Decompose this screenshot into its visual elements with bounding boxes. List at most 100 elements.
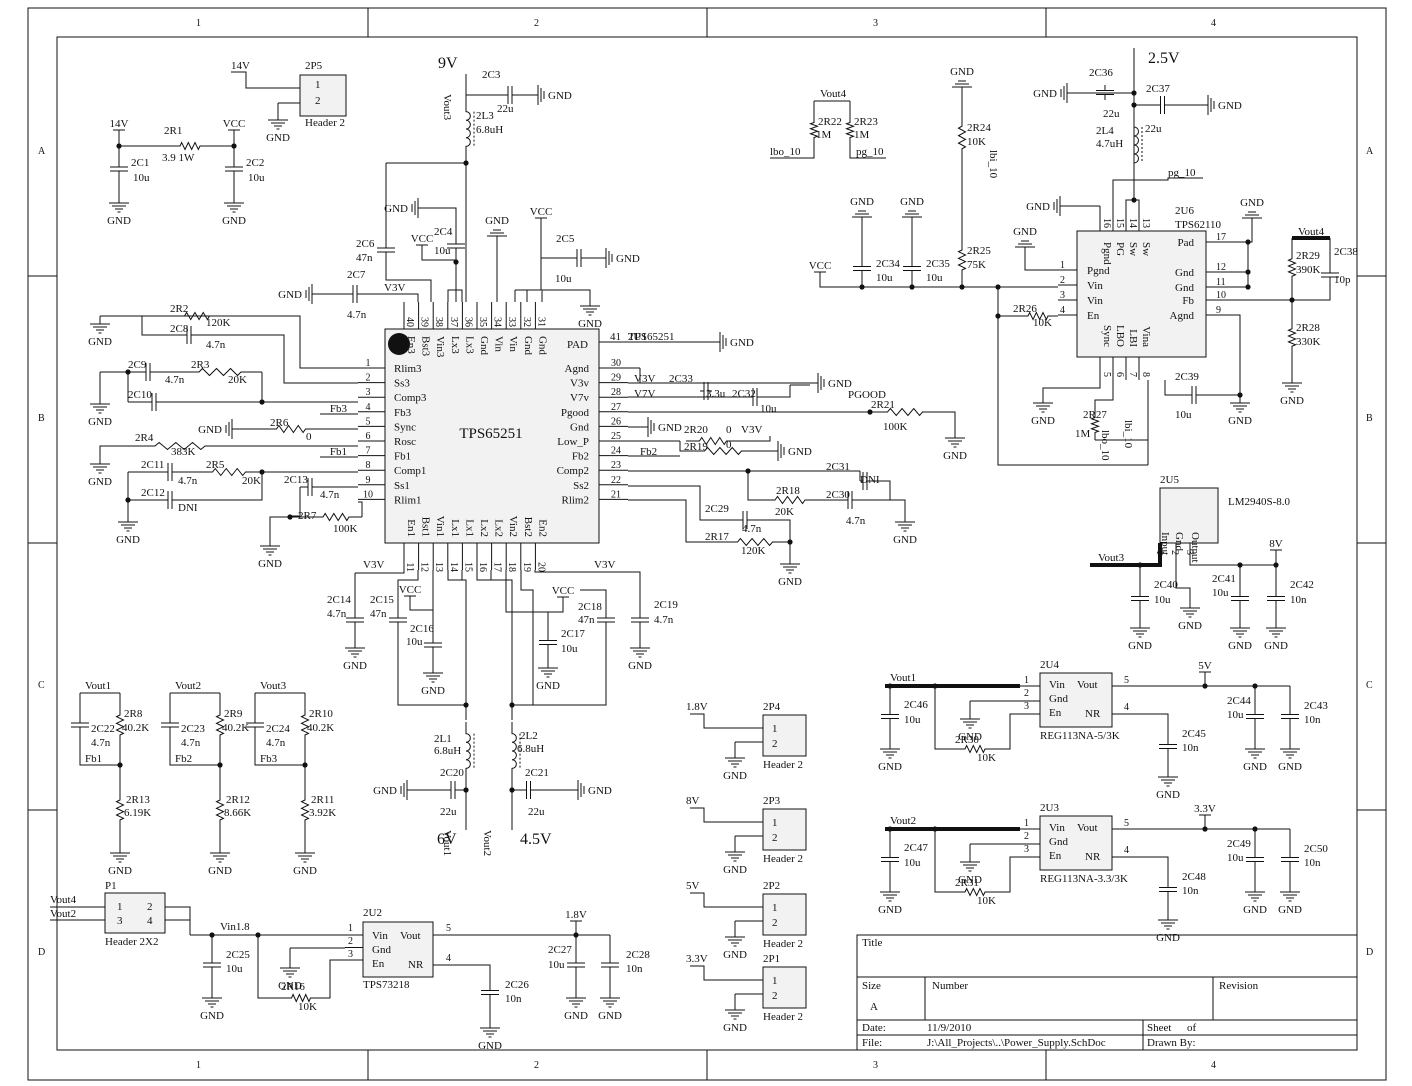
gnd-label: GND bbox=[1156, 789, 1180, 801]
wire bbox=[1234, 290, 1331, 301]
wire bbox=[740, 436, 771, 442]
gnd-label: GND bbox=[278, 980, 302, 992]
pin-num: 1 bbox=[117, 901, 123, 913]
title-block: Title Size A Number Revision Date: 11/9/… bbox=[856, 934, 1358, 1051]
capacitor-2c38 bbox=[1321, 260, 1339, 290]
pin-name: Sw bbox=[1127, 242, 1139, 256]
label: 390K bbox=[1296, 264, 1321, 276]
label: 4.7n bbox=[266, 737, 286, 749]
label: 10u bbox=[555, 273, 572, 285]
pin-num: 21 bbox=[611, 489, 621, 500]
col-label: 2 bbox=[534, 18, 539, 29]
net-label: Vout3 bbox=[260, 680, 287, 692]
label: 2C5 bbox=[556, 233, 575, 245]
rail-label: 3.3V bbox=[686, 953, 708, 965]
gnd-label: GND bbox=[293, 865, 317, 877]
gnd-label: GND bbox=[723, 770, 747, 782]
gnd-label: GND bbox=[536, 680, 560, 692]
wire bbox=[747, 471, 760, 501]
label: 2C23 bbox=[181, 723, 205, 735]
pin-num: 32 bbox=[521, 317, 532, 327]
gnd-label: GND bbox=[958, 874, 982, 886]
pin-num: 17 bbox=[492, 562, 503, 572]
power-label: 8V bbox=[1269, 538, 1283, 550]
label: 2R25 bbox=[967, 245, 991, 257]
wire bbox=[541, 289, 591, 302]
label: 2L4 bbox=[1096, 125, 1114, 137]
pin-num: 4 bbox=[1124, 845, 1129, 856]
ground-symbol bbox=[712, 332, 727, 352]
gnd-label: GND bbox=[1033, 88, 1057, 100]
pin-num: 3 bbox=[117, 915, 123, 927]
capacitor-2c30 bbox=[830, 491, 870, 509]
resistor-r12 bbox=[215, 790, 225, 830]
net-label: V3V bbox=[634, 373, 655, 385]
header-p1 bbox=[104, 892, 166, 934]
pin-name: Ss1 bbox=[394, 480, 410, 492]
label: 10u bbox=[904, 857, 921, 869]
label: 2C47 bbox=[904, 842, 928, 854]
resistor-2r21 bbox=[870, 407, 940, 417]
pin-num: 5 bbox=[1101, 372, 1112, 377]
label: Header 2X2 bbox=[105, 936, 158, 948]
ground-symbol bbox=[487, 229, 507, 244]
ground-symbol bbox=[90, 396, 110, 414]
pin-name: Vin1 bbox=[434, 516, 446, 537]
label: 10u bbox=[1212, 587, 1229, 599]
wire bbox=[1042, 380, 1101, 395]
gnd-label: GND bbox=[88, 416, 112, 428]
resistor-2r25 bbox=[957, 240, 967, 280]
pin-name: Ss3 bbox=[394, 378, 410, 390]
label: 2C22 bbox=[91, 723, 115, 735]
ic-part-label: TPS73218 bbox=[363, 979, 410, 991]
label: 40.2K bbox=[307, 722, 334, 734]
wire bbox=[870, 499, 906, 514]
pin-name: Gnd bbox=[478, 336, 490, 355]
power-label: VCC bbox=[223, 118, 246, 130]
resistor-r11 bbox=[300, 790, 310, 830]
wire bbox=[100, 315, 358, 369]
resistor-2r29 bbox=[1287, 250, 1297, 285]
net-label: Vout1 bbox=[85, 680, 111, 692]
wire bbox=[1234, 226, 1253, 243]
pin-name: Pgnd bbox=[1101, 242, 1113, 265]
wire bbox=[290, 487, 301, 517]
pin-name: En bbox=[372, 958, 385, 970]
pin-num: 3 bbox=[366, 387, 371, 398]
capacitor-c50 bbox=[1281, 842, 1299, 877]
label: 4.7uH bbox=[1096, 138, 1123, 150]
capacitor-2c31 bbox=[860, 472, 870, 490]
pin-name: PAD bbox=[567, 339, 588, 351]
ground-symbol bbox=[1280, 741, 1300, 759]
ground-symbol bbox=[423, 665, 443, 683]
power-label: 5V bbox=[1198, 660, 1212, 672]
label: 2C21 bbox=[525, 767, 549, 779]
label: 2C40 bbox=[1154, 579, 1178, 591]
wire bbox=[628, 499, 720, 543]
file-value: J:\All_Projects\..\Power_Supply.SchDoc bbox=[927, 1037, 1106, 1049]
label: 2R9 bbox=[224, 708, 243, 720]
capacitor-2c18 bbox=[597, 600, 615, 640]
label: 40.2K bbox=[122, 722, 149, 734]
wire bbox=[79, 740, 120, 766]
ground-symbol bbox=[600, 990, 620, 1008]
ground-symbol bbox=[225, 419, 240, 439]
col-label: 4 bbox=[1211, 1060, 1216, 1071]
label: 2C29 bbox=[705, 503, 729, 515]
pin-name: Fb3 bbox=[394, 407, 412, 419]
pin-name: Sync bbox=[1101, 325, 1113, 347]
resistor-2r19 bbox=[686, 446, 760, 456]
ground-symbol bbox=[1245, 741, 1265, 759]
ic-reg113-u4 bbox=[1039, 672, 1113, 728]
label: 2P2 bbox=[763, 880, 780, 892]
pin-num: 4 bbox=[366, 402, 371, 413]
label: 10u bbox=[1154, 594, 1171, 606]
label: 22u bbox=[1103, 108, 1120, 120]
pin-name: Vin bbox=[1049, 679, 1065, 691]
label: 2R7 bbox=[298, 510, 317, 522]
gnd-label: GND bbox=[850, 196, 874, 208]
inductor-2l3 bbox=[465, 100, 475, 158]
label: 2C42 bbox=[1290, 579, 1314, 591]
rail-label: 4.5V bbox=[520, 831, 552, 848]
label: 10u bbox=[876, 272, 893, 284]
